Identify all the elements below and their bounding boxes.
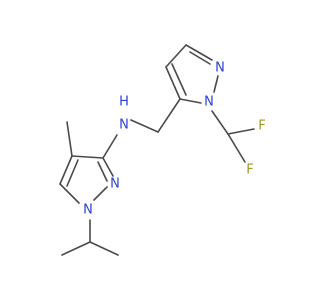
bond-c4-c5-left — [59, 155, 73, 185]
atom-n1-right: N — [204, 95, 214, 110]
atom-n2-right: N — [215, 61, 225, 76]
bond-n2-c3-left-double — [97, 161, 108, 182]
atom-f-top: F — [258, 119, 265, 134]
bond-c4-c5-left-double — [66, 159, 79, 187]
bond-nh-c3-left — [102, 134, 118, 159]
bond-isopropyl-methyl-right — [89, 241, 119, 256]
atom-f-bottom: F — [246, 163, 253, 178]
atom-h: H — [119, 95, 129, 110]
bond-c3-n2-right — [185, 44, 213, 61]
molecule-structure: N H N N N N F F — [59, 44, 266, 256]
bond-n2-c3-left — [102, 157, 114, 177]
bond-chf2-f-bottom — [227, 133, 246, 163]
atom-labels: N H N N N N F F — [83, 61, 266, 218]
bond-n1-chf2 — [211, 110, 229, 135]
bond-n2-n1-right — [213, 75, 219, 93]
atom-nh: N — [119, 118, 129, 133]
bond-isopropyl-methyl-left — [61, 241, 91, 256]
bond-c4-c3-right — [165, 44, 187, 68]
atom-n1-left: N — [83, 203, 93, 218]
bond-n1-c5-right — [179, 98, 202, 104]
bond-ch2-c5 — [157, 98, 181, 133]
bond-c5-n1-left — [59, 183, 80, 204]
bond-n1-n2-left — [93, 186, 108, 201]
bond-c4-methyl — [66, 121, 73, 157]
bond-nh-ch2 — [130, 119, 159, 133]
atom-n2-left: N — [110, 177, 120, 192]
bond-chf2-f-top — [227, 128, 255, 135]
bonds — [59, 44, 255, 256]
bond-c5-c4-right-double — [171, 63, 187, 96]
molecule-canvas: N H N N N N F F — [59, 44, 266, 256]
bond-c3-n2-right-double — [189, 51, 211, 65]
bond-c3-c4-left — [71, 155, 104, 159]
bond-c5-c4-right — [165, 66, 181, 100]
